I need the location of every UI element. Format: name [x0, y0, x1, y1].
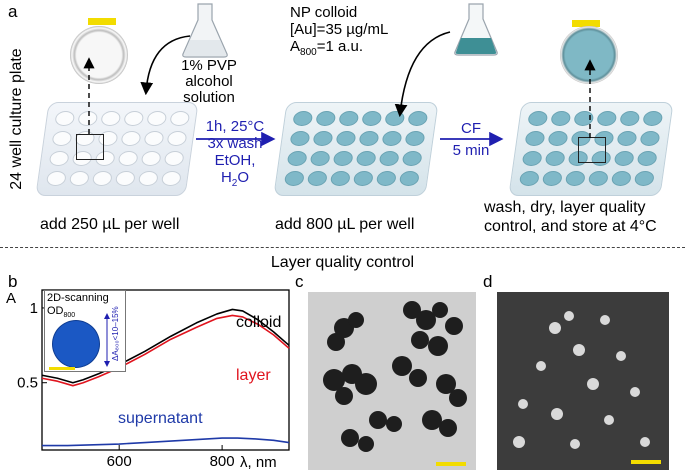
curved-arrow-colloid — [394, 31, 451, 118]
step-1-line-3: EtOH, — [214, 152, 256, 169]
y-tick-label: 0.5 — [17, 375, 38, 392]
inset-od-sub: 800 — [63, 312, 76, 320]
step-2-line-2: 5 min — [452, 142, 490, 159]
pvp-text: 1% PVP alcohol solution — [168, 58, 250, 106]
absorbance-chart: 600 800 0.5 1 — [17, 289, 290, 470]
step-1-line-1: 1h, 25°C — [205, 118, 265, 135]
y-axis-label: A — [6, 290, 17, 307]
inset-scan: 2D-scanning OD800 ΔA₈₀₀<10–15% — [44, 290, 126, 372]
caption-wash-store: wash, dry, layer quality control, and st… — [484, 198, 657, 236]
scale-bar-dish-right — [572, 20, 600, 27]
selection-box-left — [76, 134, 104, 160]
caption-add-800: add 800 µL per well — [275, 216, 415, 233]
tem-image — [308, 292, 476, 470]
flask-colloid-icon — [454, 3, 498, 56]
inset-scale-bar — [49, 367, 75, 370]
scale-bar-dish-left — [88, 18, 116, 25]
sem-particles — [513, 311, 650, 449]
step-1-o: O — [237, 169, 250, 186]
step-1-h: H — [220, 169, 232, 186]
x-tick-label: 800 — [210, 453, 235, 470]
series-label-supernatant: supernatant — [118, 410, 203, 427]
caption-wash-line-1: wash, dry, layer quality — [484, 199, 646, 216]
series-line-layer — [41, 314, 290, 387]
inset-delta-label: ΔA₈₀₀<10–15% — [111, 306, 120, 361]
pvp-line-2: alcohol — [185, 73, 233, 90]
flask-pvp-icon — [182, 3, 228, 58]
y-tick-label: 1 — [30, 300, 38, 317]
section-divider — [0, 247, 685, 248]
series-line-supernatant — [42, 437, 290, 447]
step-2-line-1: CF — [461, 120, 481, 137]
inset-od-main: OD — [47, 305, 64, 317]
panel-b-label: b — [8, 272, 18, 291]
sem-scale-bar — [631, 460, 661, 464]
panel-a-arrows — [83, 31, 596, 147]
pvp-line-3: solution — [183, 89, 235, 106]
petri-dish-coated — [560, 26, 618, 84]
inset-od-map — [53, 321, 99, 367]
caption-add-250: add 250 µL per well — [40, 216, 180, 233]
step-2-text: CF 5 min — [440, 118, 502, 162]
colloid-line-1: NP colloid — [290, 4, 358, 21]
inset-delta-arrow — [104, 313, 110, 367]
sem-image — [497, 292, 669, 470]
pvp-line-1: 1% PVP — [181, 57, 237, 74]
colloid-a-subscript: 800 — [300, 47, 317, 58]
colloid-a-symbol: A — [290, 38, 301, 55]
curved-arrow-pvp — [140, 35, 191, 96]
colloid-text: NP colloid [Au]=35 µg/mL A800=1 a.u. — [290, 4, 388, 61]
series-label-layer: layer — [236, 367, 271, 384]
series-label-colloid: colloid — [236, 314, 282, 331]
step-1-h-subscript: 2 — [231, 178, 238, 189]
colloid-line-2: [Au]=35 µg/mL — [290, 21, 389, 38]
colloid-a-value: =1 a.u. — [316, 38, 363, 55]
caption-wash-line-2: control, and store at 4°C — [484, 218, 657, 235]
panel-d-label: d — [483, 272, 493, 291]
x-axis-label: λ, nm — [240, 454, 277, 471]
selection-box-right — [578, 137, 606, 163]
panel-c-label: c — [295, 272, 304, 291]
petri-dish-empty — [70, 26, 128, 84]
section-title: Layer quality control — [270, 254, 415, 271]
chart-frame — [41, 289, 290, 451]
inset-od: OD800 — [47, 305, 75, 319]
x-tick-label: 600 — [107, 453, 132, 470]
inset-title: 2D-scanning — [47, 292, 109, 304]
series-line-colloid — [41, 308, 290, 384]
tem-scale-bar — [436, 462, 466, 466]
tem-particles — [323, 301, 467, 452]
panel-a-label: a — [8, 2, 18, 21]
